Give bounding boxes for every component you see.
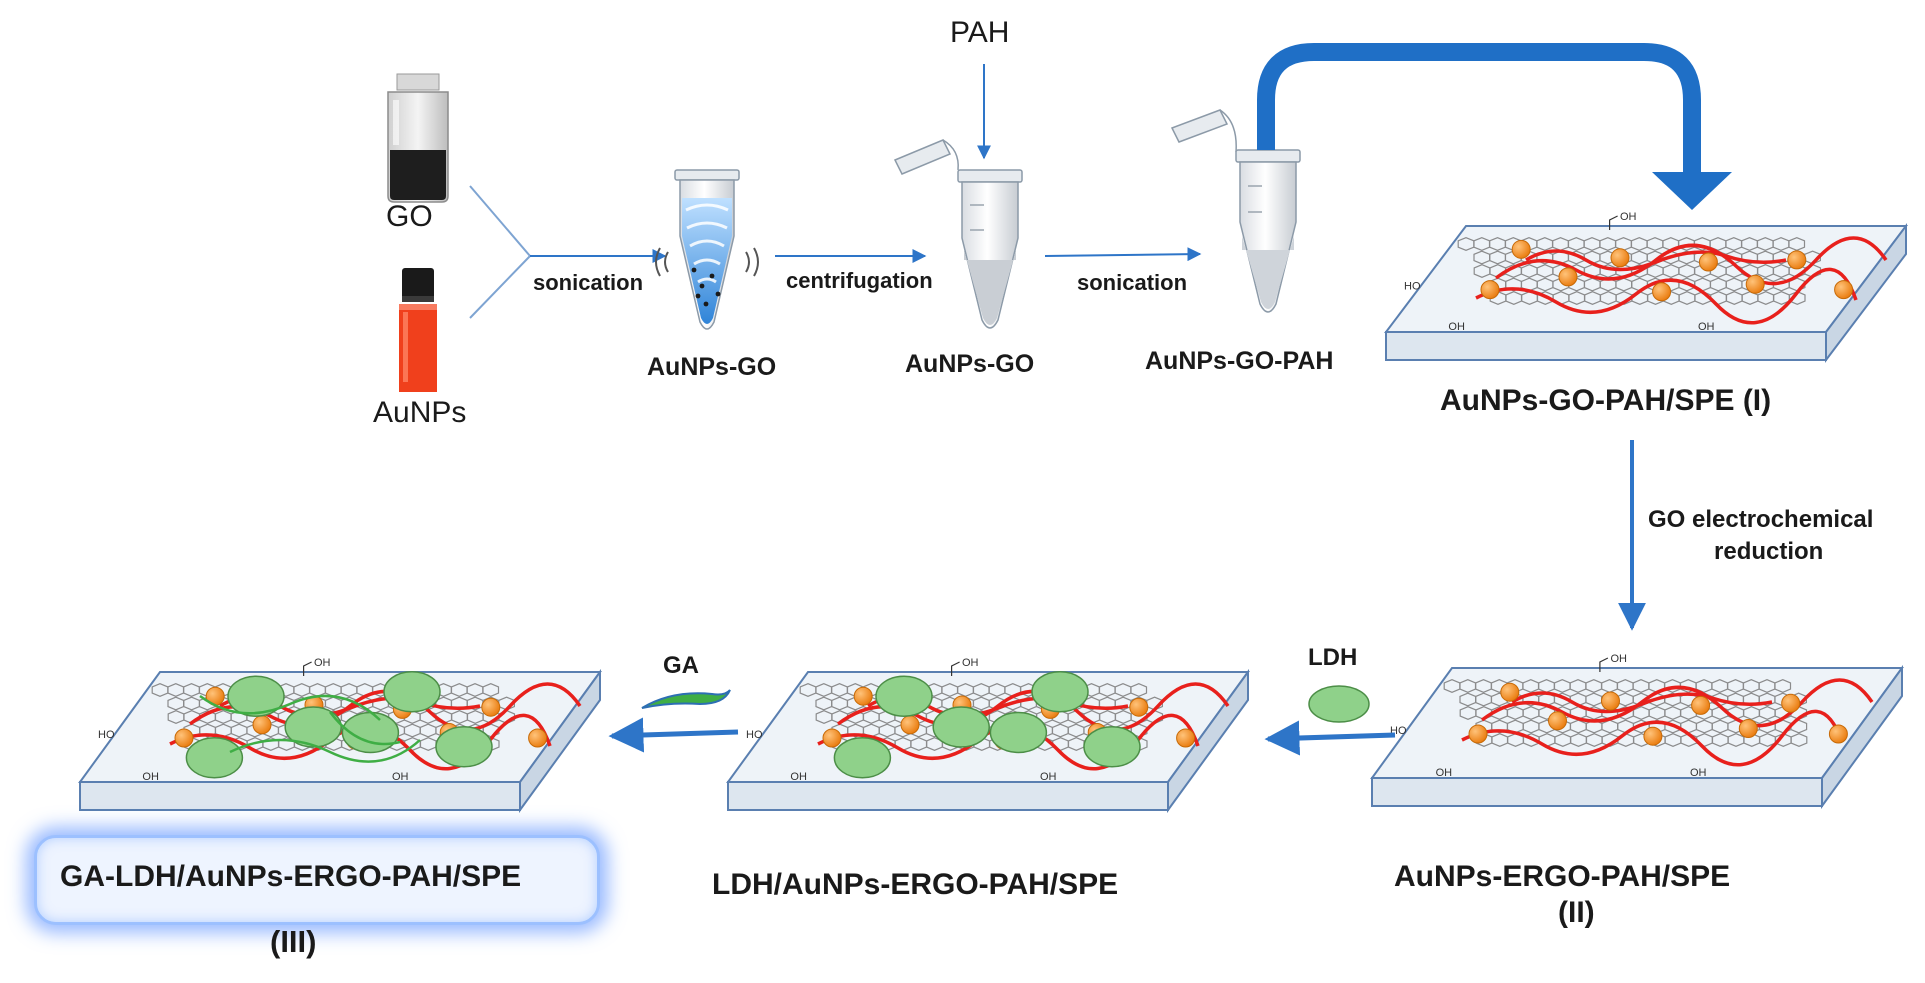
ga-strand [329, 711, 401, 746]
aunp-particle [1781, 693, 1801, 713]
aunp-particle [1601, 691, 1620, 711]
pah-strand [1475, 267, 1858, 325]
aunp-particle [1643, 726, 1663, 746]
ldh-particle-icon [1308, 685, 1370, 723]
label-electrode-2-num: (II) [1558, 896, 1595, 929]
label-go: GO [386, 200, 433, 233]
aunp-particle [1745, 274, 1765, 294]
ldh-particle [1083, 726, 1141, 768]
aunp-particle [1787, 250, 1807, 270]
ldh-particle [989, 711, 1048, 754]
oh-label-2: OH [392, 771, 409, 783]
label-electrode-4-num: (III) [270, 924, 317, 959]
oh-label-2: OH [1698, 321, 1715, 333]
aunp-particle [1468, 724, 1488, 744]
oh-label-2: OH [1040, 771, 1057, 783]
label-reduction-line-1: GO electrochemical [1648, 506, 1874, 533]
tube-1-sonicating-icon [655, 169, 759, 330]
aunp-particle [1738, 719, 1758, 738]
oh-label: OH [1448, 321, 1465, 333]
ldh-particle [284, 706, 342, 748]
cooh-label: OH [1611, 653, 1628, 665]
aunp-particle [1698, 252, 1718, 272]
cooh-label: OH [1620, 211, 1637, 223]
label-electrode-2: AuNPs-ERGO-PAH/SPE [1394, 860, 1731, 893]
ho-label: HO [1404, 281, 1421, 293]
oh-label-2: OH [1690, 767, 1707, 779]
ldh-particle [875, 675, 933, 717]
aunp-particle [1176, 728, 1196, 748]
aunp-particle [1652, 282, 1672, 302]
label-electrode-4: GA-LDH/AuNPs-ERGO-PAH/SPE [60, 860, 522, 893]
label-tube-3: AuNPs-GO-PAH [1145, 347, 1334, 375]
aunps-vial-icon [399, 268, 437, 392]
aunp-particle [1610, 248, 1630, 268]
aunp-particle [1480, 280, 1500, 300]
arrow-sonication-2 [1044, 247, 1202, 262]
tube-3-icon [1170, 109, 1301, 313]
ldh-particle [383, 671, 441, 713]
ho-label: HO [746, 729, 763, 741]
electrode-1-plate: OH HO OH OH [1383, 211, 1909, 363]
label-tube-1: AuNPs-GO [647, 353, 777, 381]
ga-strand [199, 694, 381, 721]
pah-strand [1494, 236, 1888, 286]
aunp-particle [1828, 724, 1848, 744]
aunp-particle [822, 728, 842, 748]
ldh-particle [227, 675, 285, 717]
label-sonication-2: sonication [1077, 270, 1188, 295]
cooh-label: OH [314, 657, 331, 669]
aunp-particle [1548, 711, 1567, 731]
label-tube-2: AuNPs-GO [905, 350, 1035, 378]
aunp-particle [1500, 682, 1520, 702]
big-transfer-arrow [1257, 43, 1732, 210]
highlight-box [34, 835, 600, 925]
label-centrifugation: centrifugation [786, 268, 933, 293]
aunp-particle [481, 697, 501, 717]
arrow-ldh [1264, 720, 1396, 756]
aunp-particle [853, 686, 873, 706]
label-aunps: AuNPs [373, 396, 467, 429]
aunp-particle [1834, 280, 1854, 300]
ldh-particle [932, 706, 990, 748]
oh-label: OH [142, 771, 159, 783]
label-ldh: LDH [1308, 644, 1358, 671]
ho-label: HO [98, 729, 115, 741]
label-sonication-1: sonication [533, 270, 644, 295]
tube-2-icon [893, 139, 1023, 329]
arrow-ga [608, 717, 739, 753]
pah-strand [1525, 249, 1787, 272]
aunp-particle [174, 728, 194, 748]
ldh-particle [833, 737, 892, 779]
aunp-particle [1691, 695, 1711, 715]
oh-label: OH [790, 771, 807, 783]
label-electrode-1: AuNPs-GO-PAH/SPE (I) [1440, 384, 1772, 417]
label-ga: GA [663, 652, 699, 679]
aunp-particle [252, 715, 272, 735]
ldh-particle [185, 737, 244, 779]
label-reduction-line-2: reduction [1714, 538, 1824, 565]
cooh-label: OH [962, 657, 979, 669]
label-pah: PAH [950, 16, 1010, 49]
aunp-particle [1558, 267, 1578, 287]
pah-strand [1480, 678, 1874, 728]
aunp-particle [1129, 697, 1149, 717]
label-electrode-3: LDH/AuNPs-ERGO-PAH/SPE [712, 868, 1119, 901]
ldh-particle [435, 726, 493, 768]
merge-lines [469, 185, 667, 319]
oh-label: OH [1436, 767, 1453, 779]
electrode-3-plate: OH HO OH OH [726, 657, 1250, 814]
pah-strand [1461, 709, 1844, 767]
electrode-4-plate: OH HO OH OH [78, 657, 602, 814]
ga-strand [229, 738, 421, 763]
ga-molecule-icon [641, 689, 731, 709]
go-vial-icon [387, 73, 449, 203]
aunp-particle [1511, 239, 1531, 259]
aunp-particle [900, 715, 920, 735]
pah-strand [1511, 691, 1773, 714]
ldh-particle [1031, 671, 1089, 713]
aunp-particle [528, 728, 548, 748]
